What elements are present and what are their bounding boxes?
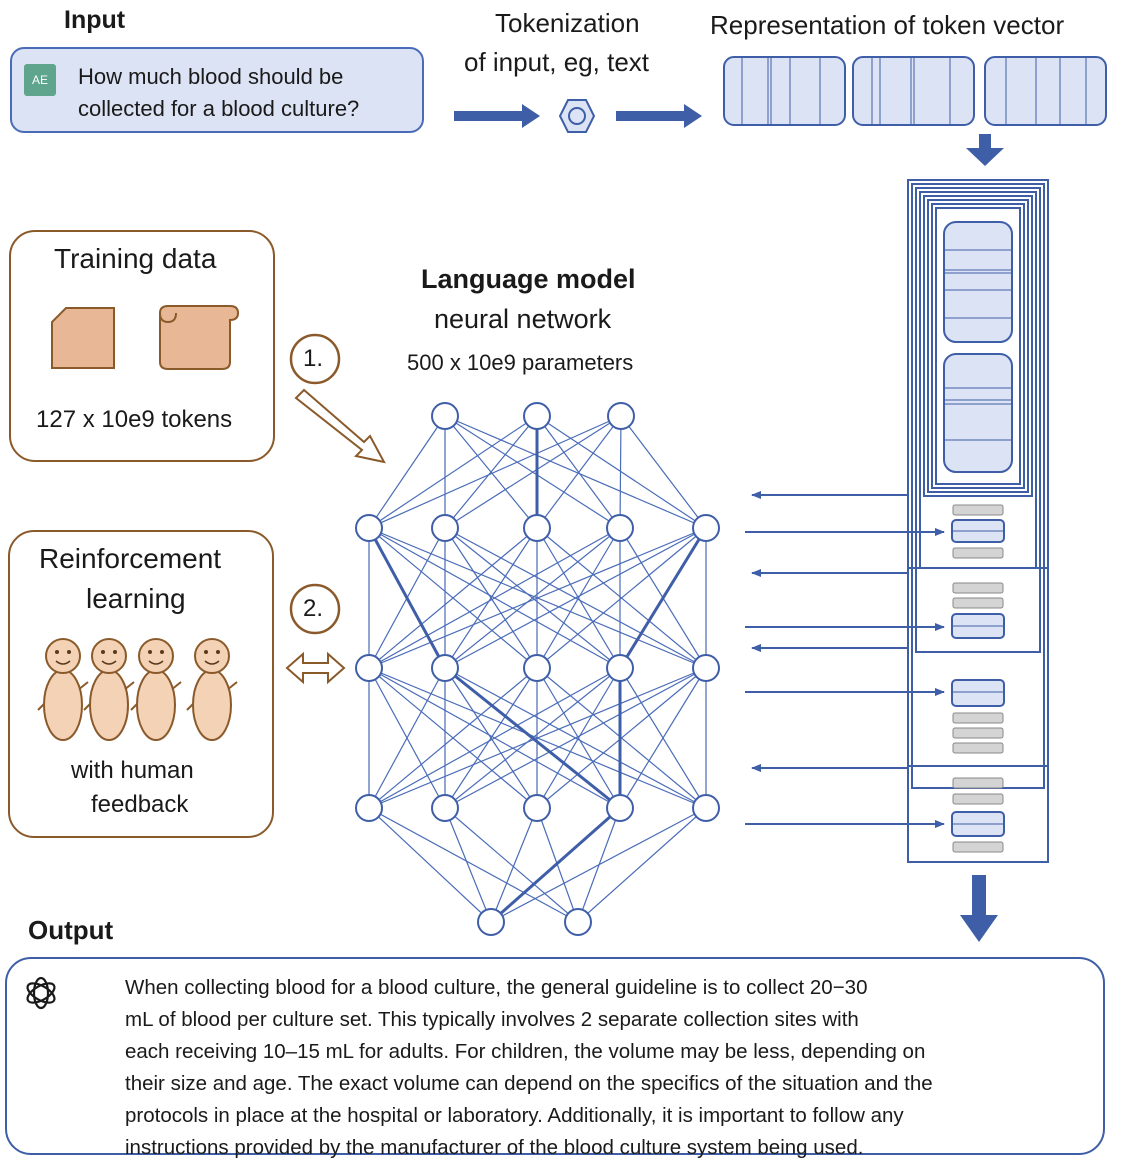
layer-stack: [907, 179, 1049, 863]
token-vector: [852, 56, 975, 126]
feedback-double-arrow-icon: [285, 651, 346, 685]
input-line-1: How much blood should be: [78, 64, 344, 89]
training-data-title: Training data: [54, 243, 217, 274]
model-subtitle: neural network: [434, 304, 612, 334]
network-highlight-edges: [367, 416, 708, 924]
openai-logo-icon: [26, 976, 56, 1010]
tokenizer-hexagon-icon: [558, 99, 596, 133]
attention-block: [943, 353, 1013, 473]
output-line: When collecting blood for a blood cultur…: [125, 976, 868, 999]
person-icon: [83, 638, 135, 741]
separator-lines: [908, 567, 1048, 767]
model-title: Language model: [421, 264, 636, 294]
token-vector: [984, 56, 1107, 126]
token-group: [951, 582, 1005, 639]
down-arrow-icon: [966, 134, 1004, 166]
person-icon: [37, 638, 89, 741]
step-1-badge: [289, 333, 341, 385]
input-message-box: [10, 47, 424, 133]
representation-title: Representation of token vector: [710, 10, 1065, 40]
reinforcement-title-1: Reinforcement: [39, 543, 222, 574]
output-line: their size and age. The exact volume can…: [125, 1072, 933, 1095]
tokenizer-to-representation-arrow: [616, 104, 702, 128]
output-message-box: [5, 957, 1105, 1155]
token-group: [951, 777, 1005, 853]
model-params: 500 x 10e9 parameters: [407, 350, 634, 375]
output-line: protocols in place at the hospital or la…: [125, 1104, 904, 1127]
step-2-badge: [289, 583, 341, 635]
document-icon: [51, 307, 115, 369]
reinforcement-title-2: learning: [86, 583, 186, 614]
avatar: AE: [24, 64, 56, 96]
input-heading: Input: [64, 6, 126, 34]
network-nodes: [355, 402, 720, 936]
person-icon: [186, 638, 238, 741]
output-line: instructions provided by the manufacture…: [125, 1136, 864, 1159]
attention-block: [943, 221, 1013, 343]
token-group: [951, 504, 1005, 559]
token-vector: [723, 56, 846, 126]
person-icon: [130, 638, 182, 741]
output-line: mL of blood per culture set. This typica…: [125, 1008, 859, 1031]
step-2-label: 2.: [303, 595, 324, 622]
token-group: [951, 679, 1005, 754]
output-down-arrow-icon: [960, 875, 998, 942]
tokenization-label-2: of input, eg, text: [464, 47, 650, 77]
reinforcement-caption-1: with human: [71, 757, 194, 784]
reinforcement-caption-2: feedback: [91, 791, 189, 818]
training-data-caption: 127 x 10e9 tokens: [36, 406, 233, 433]
output-line: each receiving 10–15 mL for adults. For …: [125, 1040, 926, 1063]
tokenization-label-1: Tokenization: [495, 8, 640, 38]
network-stack-arrows: [745, 491, 945, 828]
input-to-tokenizer-arrow: [454, 104, 540, 128]
scroll-icon: [159, 305, 240, 370]
input-line-2: collected for a blood culture?: [78, 96, 360, 121]
step-1-label: 1.: [303, 345, 324, 372]
training-arrow-icon: [294, 388, 386, 464]
output-heading: Output: [28, 915, 114, 945]
